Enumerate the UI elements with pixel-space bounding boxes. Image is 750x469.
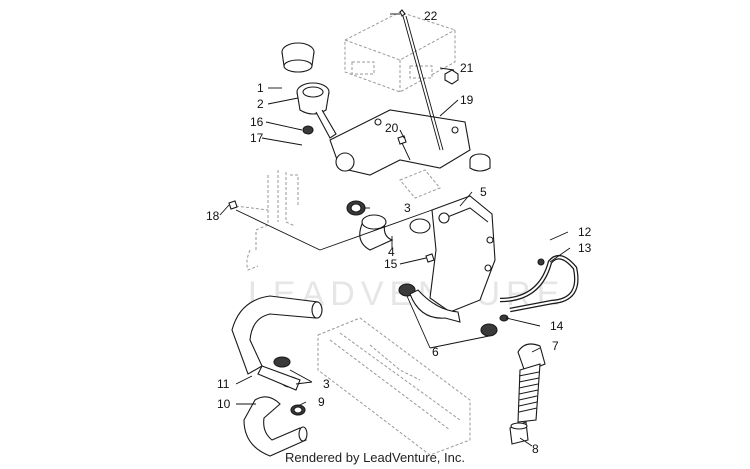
corrugated-hose-illustration — [517, 343, 546, 423]
fitting-illustration — [509, 421, 529, 445]
footer-credit: Rendered by LeadVenture, Inc. — [285, 450, 465, 465]
hose-clamps-6-illustration — [398, 283, 498, 337]
clamp-9-illustration — [290, 404, 306, 416]
small-clamp-illustration — [302, 125, 314, 135]
radiator-lower-hose-illustration — [243, 396, 308, 457]
hose-clamp-upper-illustration — [346, 200, 366, 216]
callout-17[interactable]: 17 — [250, 131, 264, 145]
callout-5[interactable]: 5 — [480, 185, 487, 199]
hose-clamps-lower-illustration — [257, 356, 301, 391]
leader-lines — [219, 13, 571, 447]
coolant-reservoir-illustration — [409, 195, 496, 313]
callout-3-upper[interactable]: 3 — [404, 201, 411, 215]
long-bolt-illustration — [399, 9, 444, 151]
callout-10[interactable]: 10 — [217, 397, 231, 411]
clamp-14-illustration — [499, 314, 509, 322]
reservoir-bracket-illustration — [235, 170, 299, 271]
radiator-illustration — [317, 317, 471, 456]
callout-2[interactable]: 2 — [257, 97, 264, 111]
callout-7[interactable]: 7 — [552, 339, 559, 353]
callout-19[interactable]: 19 — [460, 93, 474, 107]
screw-15-illustration — [425, 253, 435, 263]
callout-4[interactable]: 4 — [388, 245, 395, 259]
callout-12[interactable]: 12 — [578, 225, 592, 239]
callout-11[interactable]: 11 — [217, 377, 230, 391]
ecu-box-illustration — [344, 11, 456, 93]
callout-6[interactable]: 6 — [432, 345, 439, 359]
callout-22[interactable]: 22 — [424, 9, 438, 23]
overflow-hose-illustration — [499, 254, 579, 313]
callout-9[interactable]: 9 — [318, 395, 325, 409]
callout-16[interactable]: 16 — [250, 115, 264, 129]
screw-illustration — [228, 200, 238, 210]
filler-neck-illustration — [296, 82, 337, 139]
vent-hose-illustration — [302, 133, 314, 211]
nut-illustration — [444, 69, 459, 85]
callout-3-lower[interactable]: 3 — [323, 377, 330, 391]
callout-21[interactable]: 21 — [460, 61, 474, 75]
elbow-hose-illustration — [359, 214, 394, 251]
callout-15[interactable]: 15 — [384, 257, 398, 271]
callout-20[interactable]: 20 — [385, 121, 399, 135]
callout-18[interactable]: 18 — [206, 209, 220, 223]
callout-labels: 1 2 3 3 4 5 6 7 8 9 10 11 12 13 14 15 16… — [206, 9, 592, 456]
callout-13[interactable]: 13 — [578, 241, 592, 255]
filler-cap-illustration — [281, 42, 315, 73]
callout-14[interactable]: 14 — [550, 319, 564, 333]
callout-8[interactable]: 8 — [532, 442, 539, 456]
radiator-upper-hose-illustration — [231, 295, 323, 375]
mounting-bracket-illustration — [329, 109, 471, 199]
grommet-illustration — [469, 153, 491, 172]
callout-1[interactable]: 1 — [257, 81, 264, 95]
